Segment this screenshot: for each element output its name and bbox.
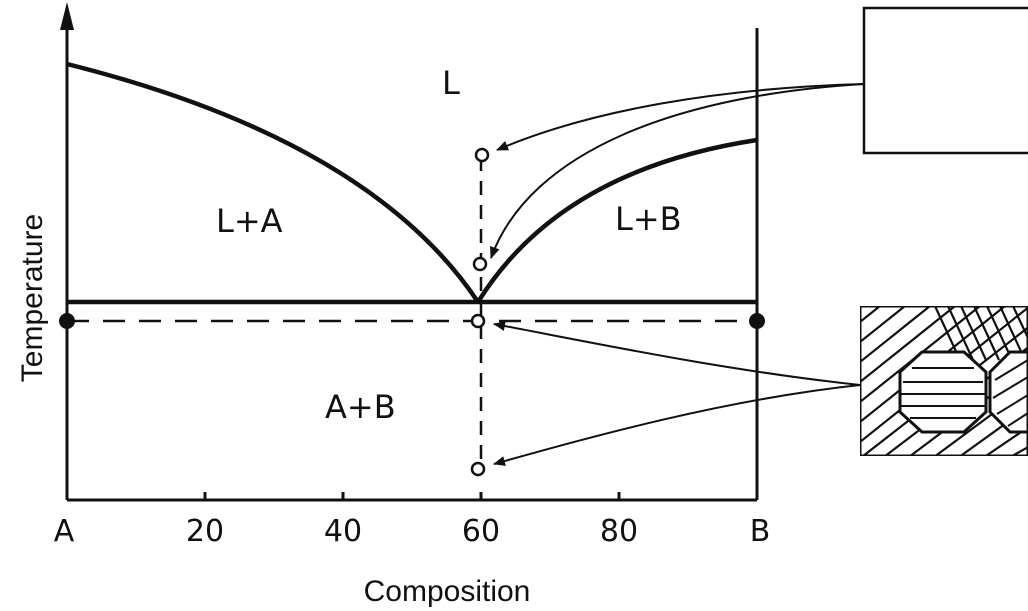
open-point-solid bbox=[470, 461, 486, 477]
arrow-to-eutectic-point bbox=[493, 321, 861, 386]
x-tick-label-20: 20 bbox=[186, 514, 224, 549]
x-tick-label-a: A bbox=[54, 514, 75, 549]
region-label-liquid: L bbox=[442, 64, 460, 102]
liquidus-curve-a bbox=[66, 61, 480, 304]
x-tick-label-60: 60 bbox=[462, 514, 500, 549]
arrow-to-near-eutectic-point bbox=[490, 83, 865, 259]
open-point-eutectic bbox=[470, 313, 486, 329]
arrow-to-liquid-point bbox=[496, 83, 865, 151]
y-axis-title: Temperature bbox=[16, 214, 49, 382]
eutectic-microstructure-image bbox=[860, 306, 1028, 456]
x-axis-title: Composition bbox=[364, 575, 531, 608]
x-tick-label-b: B bbox=[750, 514, 771, 549]
x-tick-label-80: 80 bbox=[600, 514, 638, 549]
x-tick-label-40: 40 bbox=[324, 514, 362, 549]
open-point-liquid bbox=[474, 147, 490, 163]
endpoint-dot-a bbox=[59, 313, 75, 329]
liquid-structure-box bbox=[862, 6, 1028, 155]
y-axis-arrow bbox=[60, 2, 74, 30]
region-label-liquid-plus-a: L+A bbox=[216, 202, 283, 240]
liquidus-curve-b bbox=[476, 137, 758, 304]
arrow-to-solid-point bbox=[493, 384, 861, 466]
region-label-liquid-plus-b: L+B bbox=[615, 200, 682, 238]
region-label-solid-a-plus-b: A+B bbox=[325, 388, 396, 426]
open-point-near-eutectic bbox=[472, 256, 488, 272]
endpoint-dot-b bbox=[749, 313, 765, 329]
